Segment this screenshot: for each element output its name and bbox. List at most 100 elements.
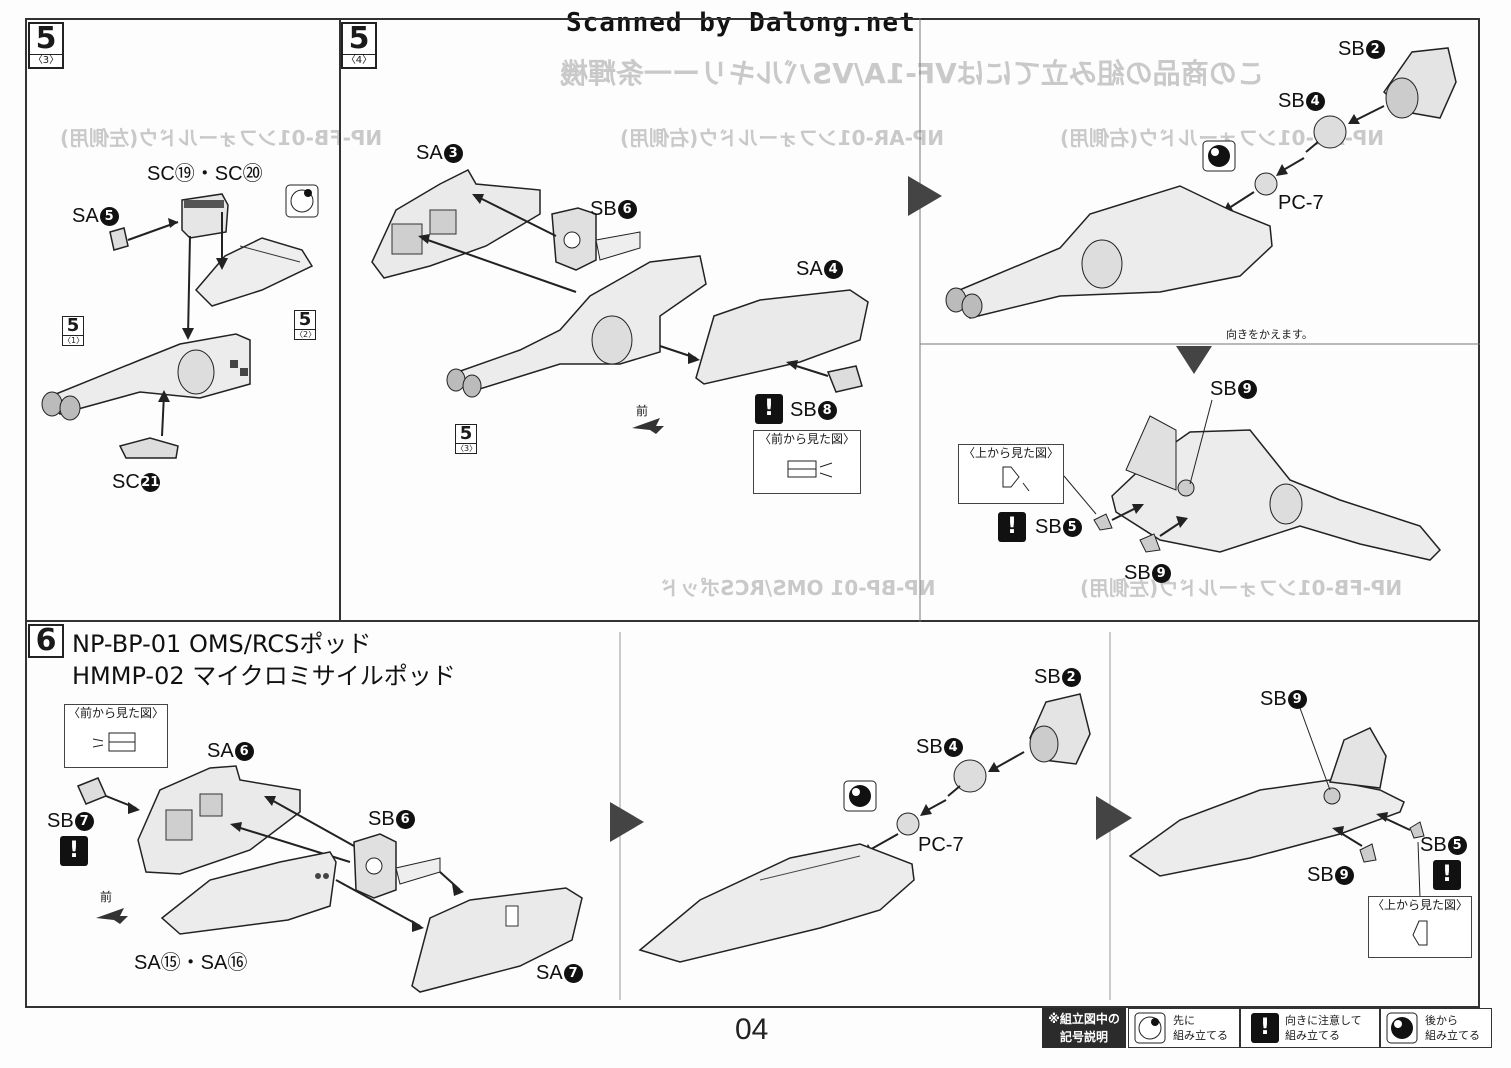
label-sb4-text: SB (1278, 90, 1305, 112)
front-view-caption: 〈前から見た図〉 (758, 432, 855, 446)
front-view-diagram (787, 460, 833, 478)
ref-step-sub: 〈3〉 (456, 443, 478, 453)
legend-text: 向きに注意して 組み立てる (1285, 1014, 1362, 1042)
label-sc21-text: SC (112, 471, 140, 493)
ref-step-5-3: 5 〈3〉 (455, 424, 477, 454)
label-sb2-text: SB (1034, 666, 1061, 688)
legend-assemble-later: 後から 組み立てる (1380, 1008, 1492, 1048)
label-sb7-number: 7 (74, 812, 94, 831)
label-sa3-number: 3 (443, 144, 463, 163)
step-6-title-line-2: HMMP-02 マイクロミサイルポッド (72, 662, 456, 690)
top-view-caption: 〈上から見た図〉 (962, 446, 1059, 460)
label-sa6-number: 6 (234, 742, 254, 761)
label-sc21-number: 21 (140, 473, 160, 492)
label-sb6-number: 6 (395, 810, 415, 829)
step-number: 6 (35, 623, 57, 658)
page-number: 04 (735, 1013, 769, 1046)
legend-title: ※組立図中の 記号説明 (1042, 1008, 1126, 1048)
label-sb2-number: 2 (1061, 668, 1081, 687)
ref-step-5-2: 5 〈2〉 (294, 310, 316, 340)
label-sa6-text: SA (207, 740, 234, 762)
top-view-box-6: 〈上から見た図〉 (1368, 896, 1472, 958)
label-sb7-text: SB (47, 810, 74, 832)
top-view-caption: 〈上から見た図〉 (1371, 898, 1468, 912)
label-sb4-number: 4 (1305, 92, 1325, 111)
label-sc19-sc20-text: SC⑲・SC⑳ (147, 163, 263, 185)
ref-step-number: 5 (459, 423, 473, 444)
label-sb9-number: 9 (1151, 564, 1171, 583)
front-direction-label-6: 前 (100, 890, 113, 904)
label-pc7-a: PC-7 (1278, 192, 1324, 214)
label-sb4-text: SB (916, 736, 943, 758)
caution-direction-icon: ! (60, 836, 88, 866)
label-sb4-number: 4 (943, 738, 963, 757)
ref-step-sub: 〈2〉 (295, 329, 317, 339)
label-sb5-text: SB (1035, 516, 1062, 538)
ref-step-number: 5 (298, 309, 312, 330)
label-sa5-number: 5 (99, 207, 119, 226)
front-view-box: 〈前から見た図〉 (753, 430, 861, 494)
label-sa3-text: SA (416, 142, 443, 164)
step-5-3-marker: 5 〈3〉 (28, 22, 64, 69)
caution-direction-icon: ! (1433, 860, 1461, 890)
label-sb6-text: SB (590, 198, 617, 220)
label-sb9-number: 9 (1237, 380, 1257, 399)
label-sb5-number: 5 (1062, 518, 1082, 537)
ref-step-number: 5 (66, 315, 80, 336)
label-pc7-b: PC-7 (918, 834, 964, 856)
legend-text: 後から 組み立てる (1425, 1014, 1480, 1042)
label-sb9-number: 9 (1334, 866, 1354, 885)
label-sb6-text: SB (368, 808, 395, 830)
label-sc19-sc20: SC⑲・SC⑳ (147, 163, 263, 185)
turn-around-note: 向きをかえます。 (1226, 328, 1313, 341)
label-sb9-text: SB (1307, 864, 1334, 886)
label-sb9-text: SB (1260, 688, 1287, 710)
top-view-diagram (1002, 466, 1030, 492)
step-number: 5 (35, 21, 57, 56)
label-sb5-number: 5 (1447, 836, 1467, 855)
label-sb8-text: SB (790, 399, 817, 421)
scanner-credit: Scanned by Dalong.net (566, 8, 916, 38)
front-direction-label: 前 (636, 404, 649, 418)
label-sa5-text: SA (72, 205, 99, 227)
front-view-diagram (92, 732, 136, 752)
caution-direction-icon: ! (1251, 1013, 1279, 1043)
label-sa15-sa16: SA⑮・SA⑯ (134, 952, 248, 974)
label-sb8-number: 8 (817, 401, 837, 420)
step-5-4-marker: 5 〈4〉 (341, 22, 377, 69)
caution-direction-icon: ! (998, 512, 1026, 542)
label-sa7-number: 7 (563, 964, 583, 983)
step-substep: 〈3〉 (30, 54, 62, 67)
label-sb9-text: SB (1124, 562, 1151, 584)
label-sa4-number: 4 (823, 260, 843, 279)
top-view-diagram (1412, 920, 1428, 946)
label-sb2-number: 2 (1365, 40, 1385, 59)
label-sb6-number: 6 (617, 200, 637, 219)
caution-direction-icon: ! (755, 394, 783, 424)
assemble-later-icon (1386, 1012, 1418, 1044)
step-number: 5 (348, 21, 370, 56)
front-view-box-6: 〈前から見た図〉 (64, 704, 168, 768)
top-view-box: 〈上から見た図〉 (958, 444, 1064, 504)
step-6-marker: 6 (28, 624, 64, 658)
label-sb2-text: SB (1338, 38, 1365, 60)
